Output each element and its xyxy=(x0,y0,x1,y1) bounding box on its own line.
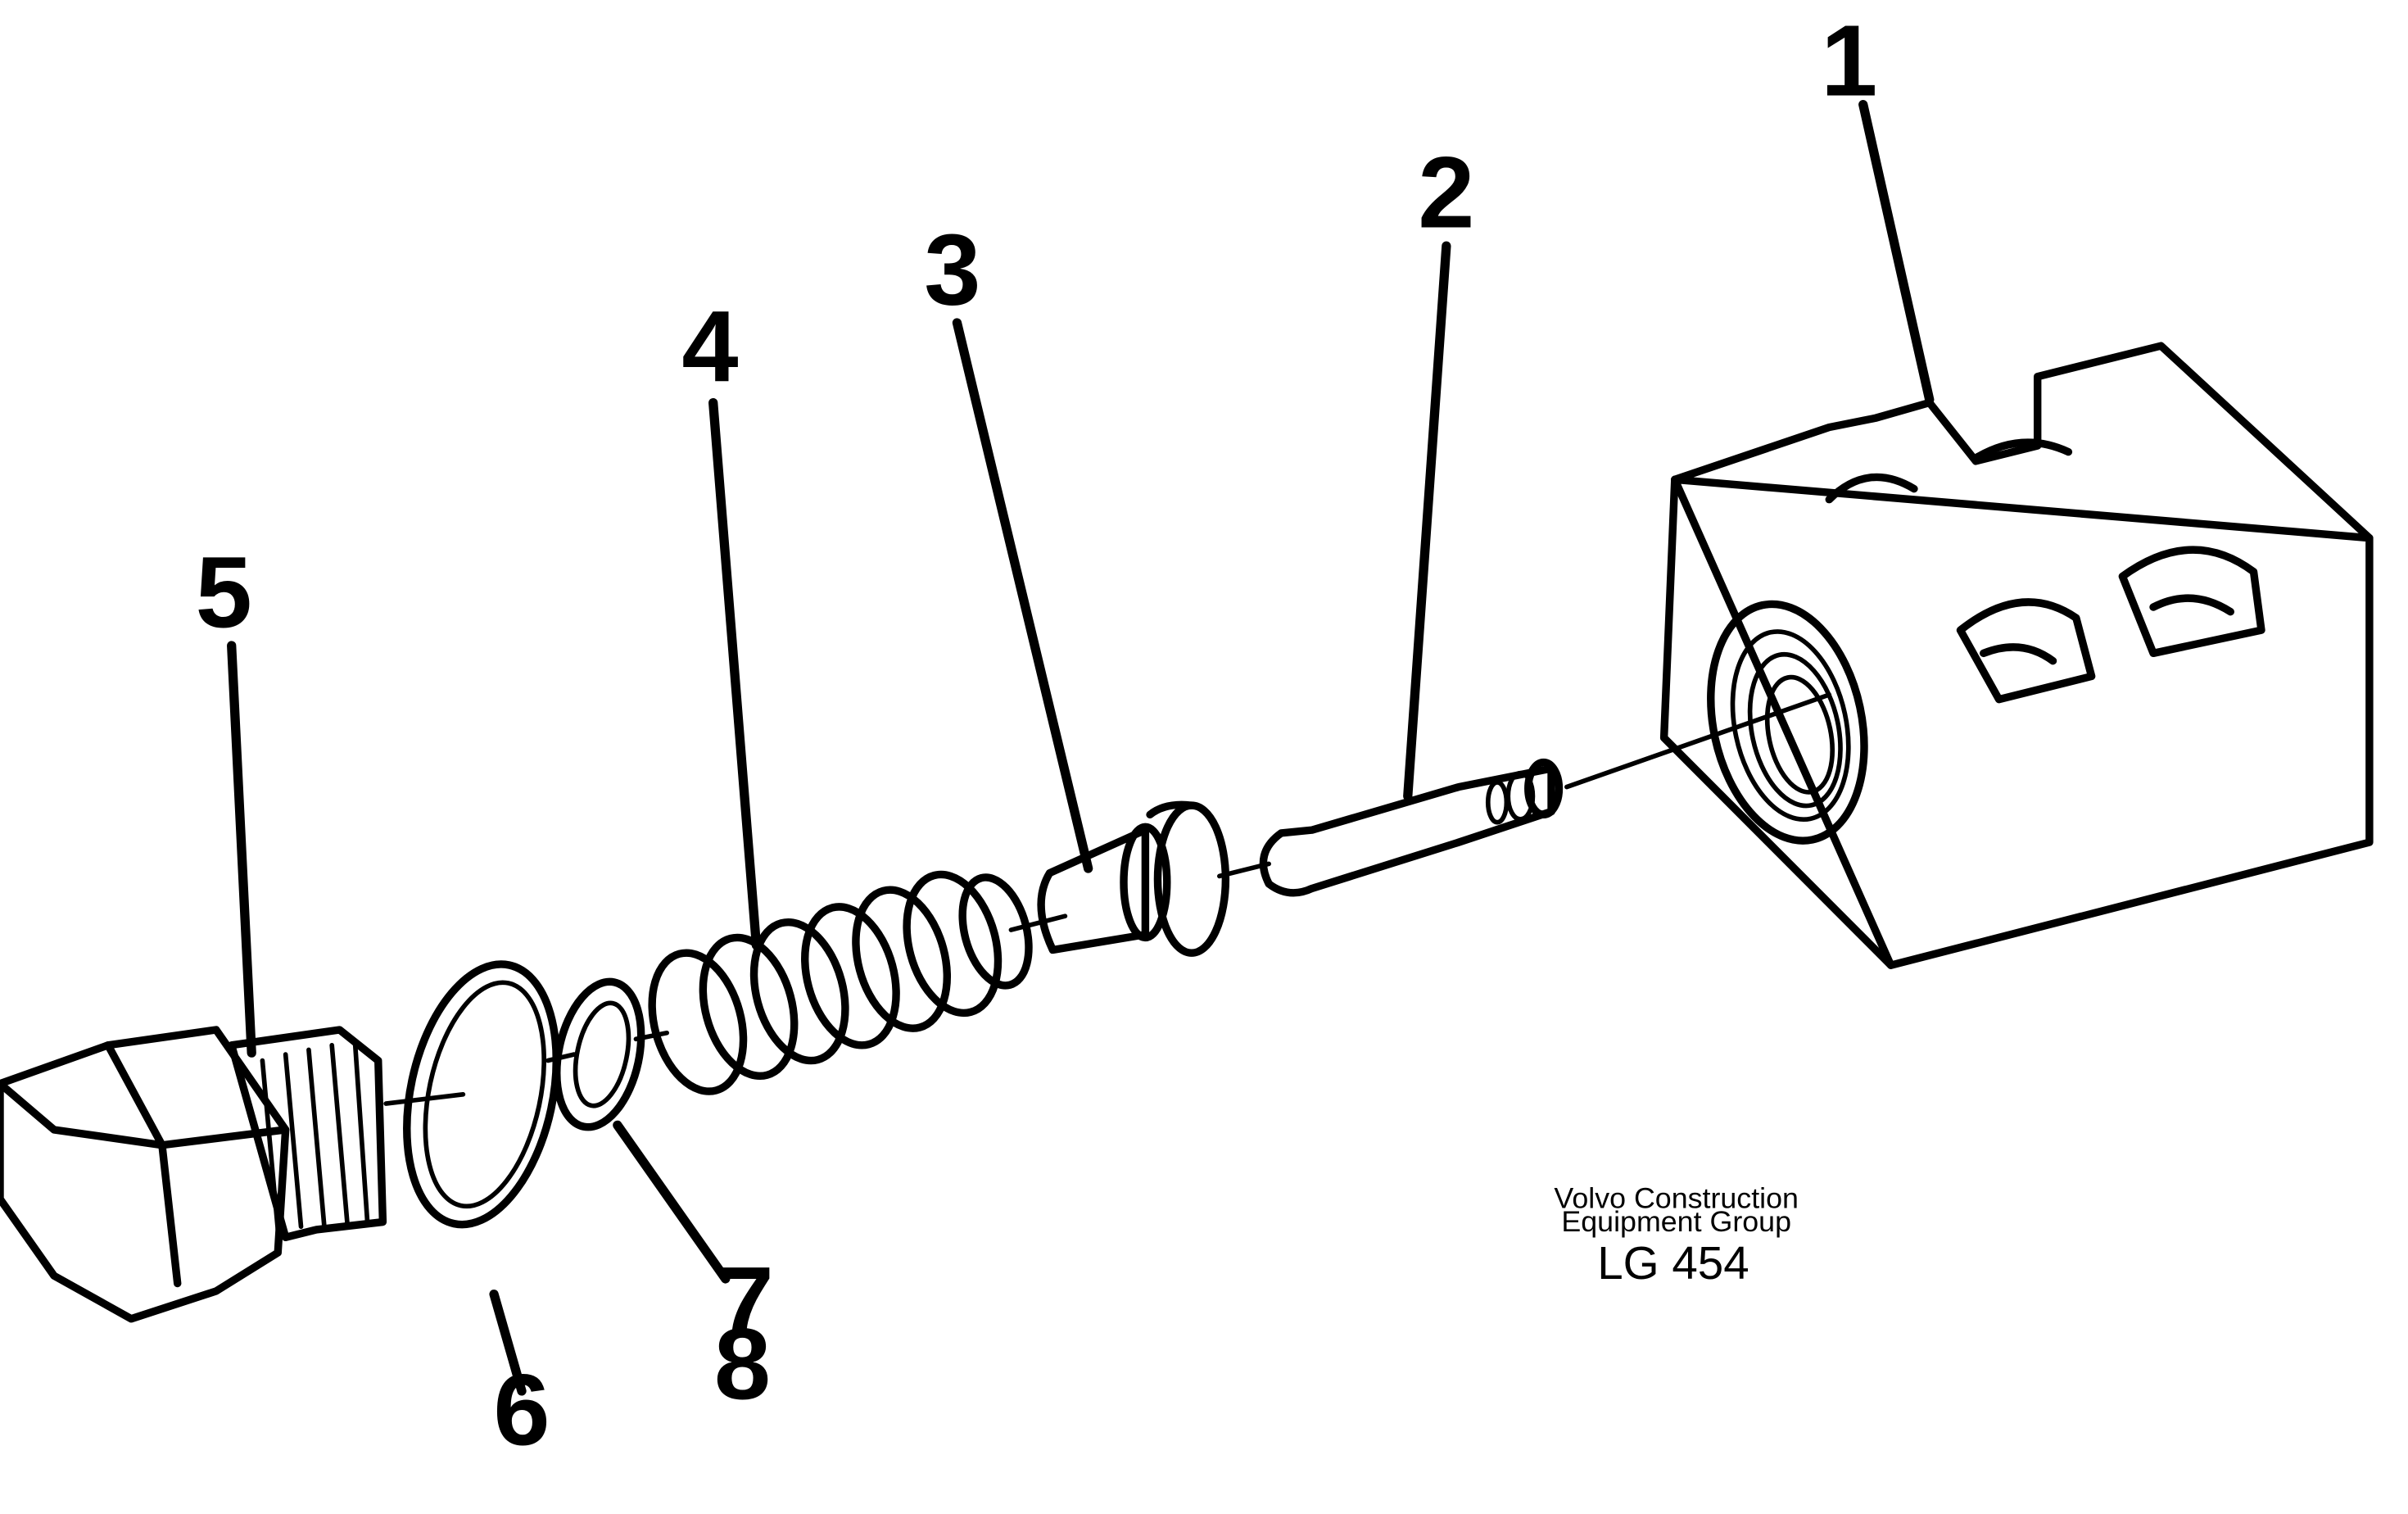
leader-2 xyxy=(1403,241,1451,801)
callout-3: 3 xyxy=(924,214,980,327)
callout-8: 8 xyxy=(714,1308,771,1421)
credit-line-2: Equipment Group xyxy=(1561,1205,1791,1238)
callout-1: 1 xyxy=(1821,5,1877,118)
leader-6 xyxy=(489,1290,527,1396)
credit-block: Volvo Construction Equipment Group LG 45… xyxy=(1554,1182,1798,1289)
part-4-spring xyxy=(648,870,1033,1095)
part-2-plunger-pin xyxy=(1259,758,1564,897)
leader-4 xyxy=(708,397,762,950)
callout-6: 6 xyxy=(493,1354,550,1467)
credit-line-1: Volvo Construction xyxy=(1554,1182,1798,1215)
callout-5: 5 xyxy=(196,537,252,650)
leader-7 xyxy=(613,1120,731,1284)
leader-5 xyxy=(227,641,256,1058)
leader-lines xyxy=(227,99,1935,1396)
part-3-poppet xyxy=(1037,800,1230,957)
part-7-8-washer xyxy=(553,977,645,1131)
callout-2: 2 xyxy=(1418,137,1474,250)
assembly-axis xyxy=(383,692,1832,1106)
callout-4: 4 xyxy=(681,291,738,404)
part-5-hex-plug xyxy=(0,1026,387,1323)
leader-3 xyxy=(952,318,1093,873)
callout-7: 7 xyxy=(717,1246,774,1359)
part-6-sealing-ring xyxy=(403,960,560,1229)
part-1-valve-body xyxy=(1659,342,2374,969)
callout-numbers: 1 2 3 4 5 6 7 8 xyxy=(196,5,1878,1467)
drawing-code: LG 454 xyxy=(1597,1237,1749,1289)
leader-1 xyxy=(1858,99,1935,405)
